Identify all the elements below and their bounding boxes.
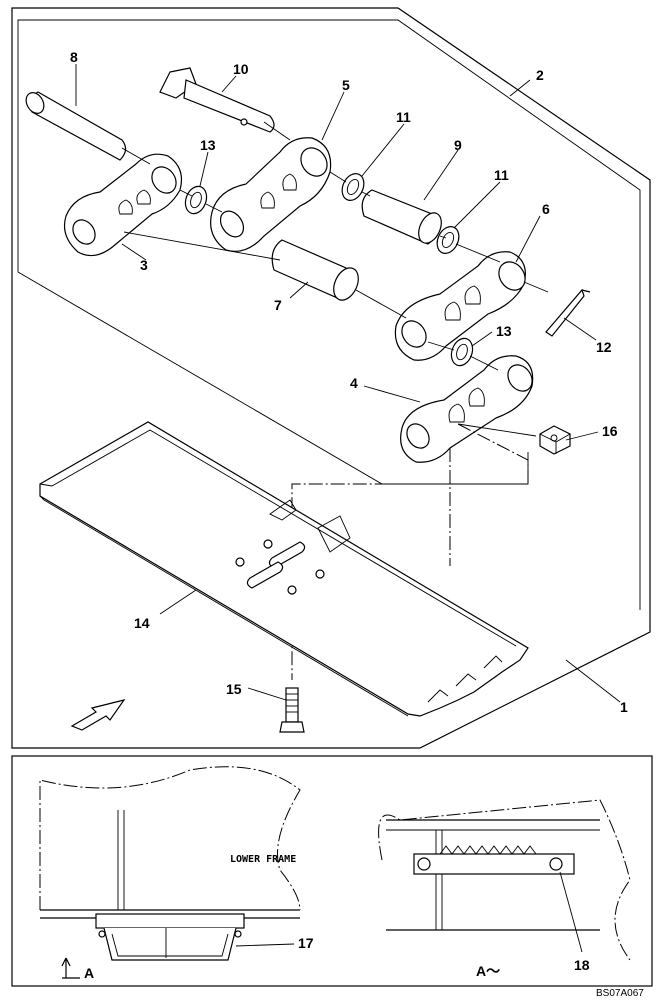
- callout-14: 14: [134, 615, 150, 631]
- link-6: [394, 251, 526, 361]
- callout-9: 9: [454, 137, 462, 153]
- callout-13-upper: 13: [200, 137, 216, 153]
- lower-frame-label: LOWER FRAME: [230, 854, 296, 865]
- seal-13-upper: [184, 185, 208, 215]
- callout-6: 6: [542, 201, 550, 217]
- callout-17: 17: [298, 935, 314, 951]
- washer-11-left: [341, 173, 365, 201]
- callout-3: 3: [140, 257, 148, 273]
- detail-side-view: [39, 766, 301, 979]
- callout-7: 7: [274, 297, 282, 313]
- callout-13-lower: 13: [496, 323, 512, 339]
- link-5: [210, 137, 332, 252]
- front-direction-arrow: [70, 699, 126, 731]
- detail-panel-frame: [11, 755, 653, 987]
- callout-8: 8: [70, 49, 78, 65]
- track-shoe-14: [39, 421, 529, 717]
- callout-1: 1: [620, 699, 628, 715]
- callout-11-left: 11: [396, 109, 411, 125]
- nut-16: [539, 425, 571, 455]
- bushing-9: [361, 189, 442, 245]
- bolt-15: [279, 687, 305, 733]
- figure-code: BS07A067: [596, 988, 644, 999]
- pin-8: [25, 91, 127, 161]
- link-3: [63, 153, 183, 257]
- detail-view-a: [378, 799, 631, 961]
- view-marker-a: A: [84, 965, 94, 981]
- callout-4: 4: [350, 375, 358, 391]
- main-panel-frame: [11, 7, 651, 749]
- bushing-7: [271, 239, 359, 301]
- callout-15: 15: [226, 681, 242, 697]
- view-a-title: A～: [476, 963, 500, 979]
- leader-lines: [75, 64, 621, 703]
- assembly-lines: [121, 121, 549, 437]
- callout-18: 18: [574, 957, 590, 973]
- callout-5: 5: [342, 77, 350, 93]
- callout-10: 10: [233, 61, 249, 77]
- callout-11-right: 11: [494, 167, 509, 183]
- link-4: [400, 355, 534, 463]
- spring-pin-12: [545, 288, 591, 337]
- callout-12: 12: [596, 339, 612, 355]
- callout-2: 2: [536, 67, 544, 83]
- callout-16: 16: [602, 423, 618, 439]
- seal-13-lower: [450, 337, 474, 367]
- pin-10: [159, 67, 275, 133]
